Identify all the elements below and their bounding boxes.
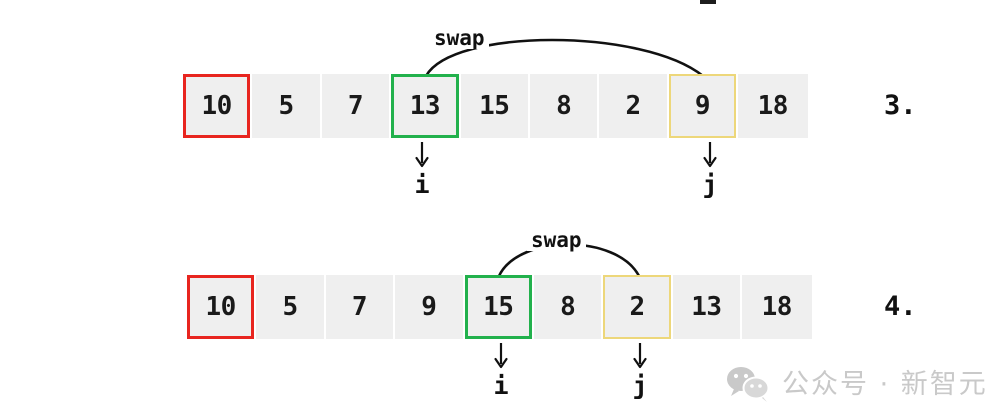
array-cell-value: 5: [278, 91, 295, 121]
swap-label-step-3: swap: [430, 28, 489, 49]
array-cell[interactable]: 9: [395, 275, 465, 339]
array-row-step-3: 10 5 7 13 15 8 2 9 18: [183, 74, 808, 138]
array-cell[interactable]: 10: [183, 74, 253, 138]
pointer-i-step-3: i: [402, 142, 442, 197]
array-cell[interactable]: 8: [529, 74, 600, 138]
pointer-j-step-3: j: [690, 142, 730, 197]
array-cell[interactable]: 8: [533, 275, 604, 339]
pointer-j-label: j: [702, 170, 718, 199]
array-cell-value: 7: [351, 292, 368, 322]
swap-arc-icon: [424, 38, 705, 78]
watermark: 公众号 · 新智元: [726, 366, 988, 402]
array-cell-value: 10: [201, 91, 233, 121]
array-cell[interactable]: 7: [325, 275, 396, 339]
array-cell-value: 2: [625, 91, 641, 121]
pointer-j-label: j: [632, 371, 648, 400]
array-cell-value: 8: [560, 292, 576, 322]
array-cell[interactable]: 2: [599, 74, 669, 138]
array-cell-value: 18: [757, 91, 789, 121]
down-arrow-icon: [703, 142, 717, 168]
array-cell-value: 7: [347, 91, 364, 121]
array-row-step-4: 10 5 7 9 15 8 2 13 18: [187, 275, 812, 339]
down-arrow-icon: [633, 343, 647, 369]
swap-arc-group-step-4: swap: [187, 228, 827, 278]
array-cell[interactable]: 15: [460, 74, 530, 138]
pointer-i-label: i: [493, 371, 509, 400]
pointer-i-label: i: [414, 170, 430, 199]
pointer-j-step-4: j: [620, 343, 660, 398]
swap-arc-group-step-3: swap: [183, 20, 823, 78]
array-cell-value: 2: [629, 292, 645, 322]
array-cell[interactable]: 9: [668, 74, 739, 138]
array-cell-value: 15: [483, 292, 514, 322]
array-cell[interactable]: 15: [464, 275, 534, 339]
array-cell-value: 15: [479, 91, 510, 121]
swap-arc-icon: [497, 243, 641, 278]
stray-mark: [700, 0, 716, 4]
array-cell[interactable]: 5: [252, 74, 322, 138]
array-cell[interactable]: 13: [672, 275, 743, 339]
array-cell[interactable]: 2: [603, 275, 673, 339]
array-cell-value: 13: [691, 292, 722, 322]
array-cell[interactable]: 18: [738, 74, 808, 138]
array-cell-value: 8: [556, 91, 572, 121]
array-cell[interactable]: 5: [256, 275, 326, 339]
step-index-4: 4.: [884, 291, 917, 322]
array-cell-value: 18: [761, 292, 793, 322]
array-cell[interactable]: 13: [391, 74, 461, 138]
array-cell-value: 5: [282, 292, 299, 322]
array-cell[interactable]: 7: [321, 74, 392, 138]
array-cell-value: 13: [409, 91, 441, 121]
wechat-icon: [727, 367, 770, 402]
array-cell-value: 9: [694, 91, 711, 121]
array-cell[interactable]: 18: [742, 275, 812, 339]
pointer-i-step-4: i: [481, 343, 521, 398]
step-index-3: 3.: [884, 90, 917, 121]
down-arrow-icon: [415, 142, 429, 168]
down-arrow-icon: [494, 343, 508, 369]
swap-label-step-4: swap: [527, 230, 586, 251]
watermark-text: 公众号 · 新智元: [782, 368, 988, 400]
array-cell-value: 10: [205, 292, 237, 322]
array-cell[interactable]: 10: [187, 275, 257, 339]
array-cell-value: 9: [421, 292, 437, 322]
